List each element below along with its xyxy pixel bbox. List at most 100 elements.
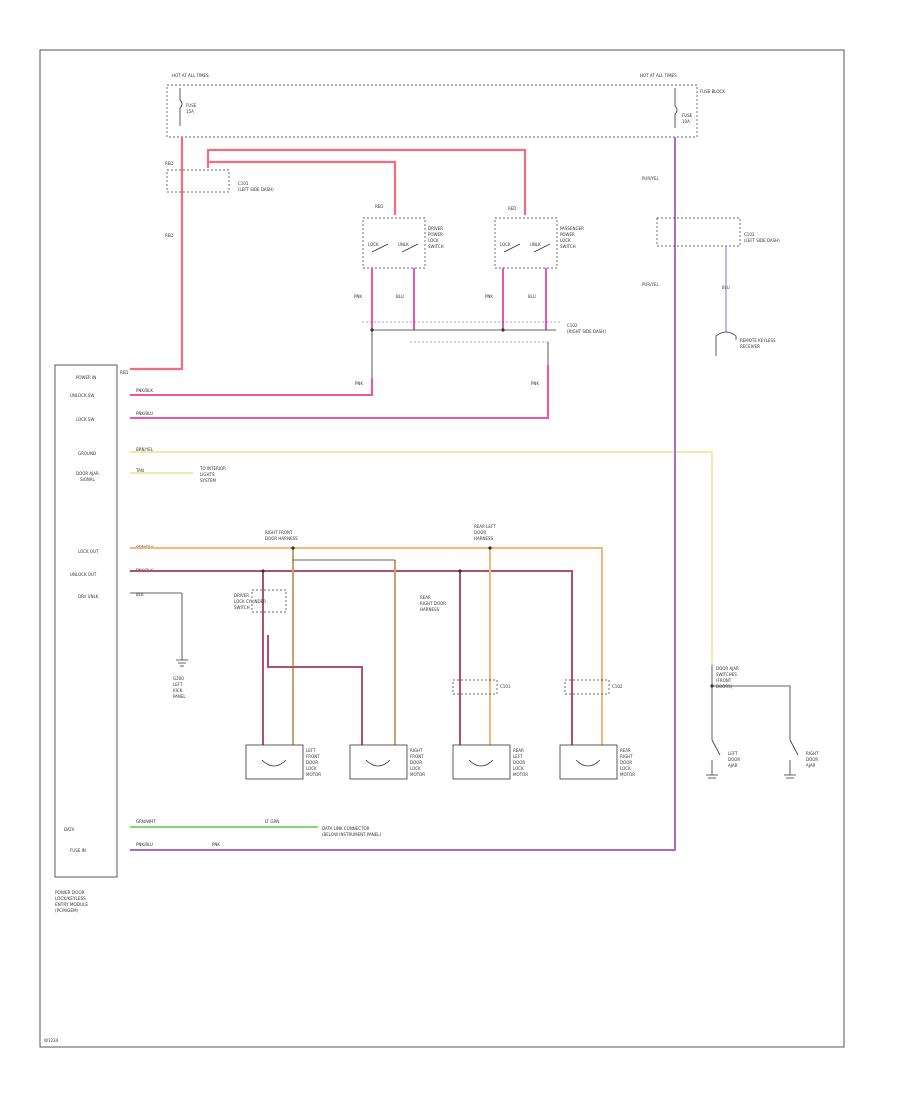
- actuator-3-label-e: MOTOR: [513, 772, 528, 777]
- c103-sub: (LEFT SIDE DASH): [744, 238, 780, 243]
- module-pin-power: POWER IN: [76, 375, 96, 380]
- front-harness-label-2: DOOR HARNESS: [265, 536, 298, 541]
- connector-c103: C103 (LEFT SIDE DASH) PUR/YEL PUR/YEL BL…: [642, 176, 780, 356]
- rear-harness-label-3: HARNESS: [474, 536, 494, 541]
- module-pin-data: DATA: [64, 827, 75, 832]
- remote-receiver-label-2: RECEIVER: [740, 344, 760, 349]
- wire-red-label-1: RED: [165, 161, 173, 166]
- actuator-1-label-c: DOOR: [306, 760, 318, 765]
- door-ajar-label-3: (FRONT: [716, 678, 732, 683]
- to-interior-2: LIGHTS: [200, 472, 215, 477]
- driver-switch-label-3: LOCK: [428, 238, 439, 243]
- module-name-3: ENTRY MODULE: [55, 902, 88, 907]
- pass-unlock-label: UNLK: [530, 242, 541, 247]
- pass-switch-label-2: POWER: [560, 232, 575, 237]
- front-harness-label-1: RIGHT FRONT: [265, 530, 293, 535]
- c102-label: C102: [567, 323, 578, 328]
- wire-pur-label-1: PUR/YEL: [642, 176, 659, 181]
- door-ajar-label-2: SWITCHES: [716, 672, 737, 677]
- actuator-3-label-d: LOCK: [513, 766, 524, 771]
- actuator-2-label-b: FRONT: [410, 754, 424, 759]
- wire-lock-feed-label: PNK: [355, 381, 363, 386]
- driver-unlock-label: UNLK: [398, 242, 409, 247]
- module-pin-fuse-in: FUSE IN: [70, 848, 86, 853]
- mid-harness-label-2: RIGHT DOOR: [420, 601, 446, 606]
- driver-lock-switch: DRIVER POWER LOCK SWITCH LOCK UNLK: [362, 217, 444, 269]
- wire-pur: [130, 137, 676, 851]
- cylinder-label-1: DRIVER: [234, 593, 249, 598]
- module-pin-ground: GROUND: [78, 451, 96, 456]
- actuator-1-label: LEFT: [306, 748, 316, 753]
- actuator-2-label-e: MOTOR: [410, 772, 425, 777]
- pass-switch-contacts-icon: [503, 243, 551, 253]
- wire-pnk-lock: [130, 378, 373, 396]
- fuse-left-label: FUSE: [186, 103, 197, 108]
- driver-lock-label: LOCK: [368, 242, 379, 247]
- module-name-1: POWER DOOR: [55, 890, 85, 895]
- actuator-3-label-b: LEFT: [513, 754, 523, 759]
- purple-fuse-wire: [130, 137, 676, 851]
- driver-switch-contacts-icon: [371, 243, 419, 253]
- remote-receiver-label-1: REMOTE KEYLESS: [740, 338, 776, 343]
- fuse-left-icon: [179, 88, 183, 126]
- right-door-sw-label-2: DOOR: [806, 757, 818, 762]
- motor-rear-right-icon: [575, 759, 601, 767]
- fuse-block-label: FUSE BLOCK: [700, 89, 725, 94]
- actuator-1-label-b: FRONT: [306, 754, 320, 759]
- right-door-sw-label-3: AJAR: [806, 763, 816, 768]
- actuator-right-front: RIGHT FRONT DOOR LOCK MOTOR: [349, 744, 425, 780]
- wire-grn-label-1: GRN/WHT: [136, 819, 156, 824]
- actuator-2-label: RIGHT: [410, 748, 423, 753]
- footer-code: W1234: [44, 1038, 59, 1043]
- fuse-right-label: FUSE: [682, 113, 693, 118]
- switch-output-wires: PNK BLU PNK BLU: [354, 268, 547, 330]
- pass-switch-label-1: PASSENGER: [560, 226, 584, 231]
- wire-pnk-unlk: [130, 365, 549, 419]
- module-pin-lock-out: LOCK OUT: [78, 549, 99, 554]
- ground-left-label-2: LEFT: [173, 682, 183, 687]
- cylinder-label-3: SWITCH: [234, 605, 250, 610]
- left-door-sw-label-3: AJAR: [728, 763, 738, 768]
- door-ajar-wires: [130, 451, 713, 665]
- motor-right-front-icon: [365, 759, 391, 767]
- actuator-3-label: REAR: [513, 748, 524, 753]
- ground-left-icon: [176, 659, 188, 667]
- module-wire-label-1: RED: [120, 370, 128, 375]
- wire-pnk-label-3: PNK: [485, 294, 493, 299]
- module-pin-door-ajar: DOOR AJAR: [76, 471, 99, 476]
- to-interior-1: TO INTERIOR: [199, 466, 226, 471]
- hot-at-all-times-left: HOT AT ALL TIMES: [172, 73, 209, 78]
- wire-pnk-label-4: BLU: [528, 294, 536, 299]
- module-pin-unlock-out: UNLOCK OUT: [70, 572, 97, 577]
- wire-pnk-label-2: BLU: [396, 294, 404, 299]
- c101-label: C101: [238, 181, 249, 186]
- wire-mar-unlk: [130, 570, 573, 745]
- connector-c101: C101 (LEFT SIDE DASH) RED RED RED RED: [165, 161, 516, 238]
- wire-red-main: [130, 137, 184, 371]
- pass-switch-label-3: LOCK: [560, 238, 571, 243]
- remote-receiver-icon: [715, 331, 737, 356]
- wire-tan-lock: [130, 547, 603, 745]
- door-ajar-label-4: DOORS): [716, 684, 733, 689]
- ground-left-label-3: KICK: [173, 688, 183, 693]
- motor-left-front-icon: [261, 759, 287, 767]
- wire-red-top2: [208, 160, 397, 215]
- rear-harness-label-1: REAR LEFT: [474, 524, 496, 529]
- left-door-ajar-ground-icon: [706, 774, 718, 779]
- module-pin-lock-sw: LOCK SW: [76, 417, 94, 422]
- rear-right-connector-label: C102: [612, 684, 623, 689]
- switch-feed-wires: PNK PNK: [130, 365, 549, 419]
- wire-pnk-label-1: PNK: [354, 294, 362, 299]
- mid-harness-label-3: HARNESS: [420, 607, 440, 612]
- door-ajar-switches: DOOR AJAR SWITCHES (FRONT DOORS) LEFT DO…: [706, 665, 819, 779]
- actuator-4-label-b: RIGHT: [620, 754, 633, 759]
- driver-switch-label-1: DRIVER: [428, 226, 443, 231]
- driver-lock-cylinder: DRIVER LOCK CYLINDER SWITCH G200 LEFT KI…: [130, 589, 287, 699]
- right-door-ajar-ground-icon: [784, 774, 796, 779]
- actuator-1-label-e: MOTOR: [306, 772, 321, 777]
- driver-switch-label-2: POWER: [428, 232, 443, 237]
- left-door-sw-label-2: DOOR: [728, 757, 740, 762]
- wire-unlock-feed-label: PNK: [531, 381, 539, 386]
- actuator-3-label-c: DOOR: [513, 760, 525, 765]
